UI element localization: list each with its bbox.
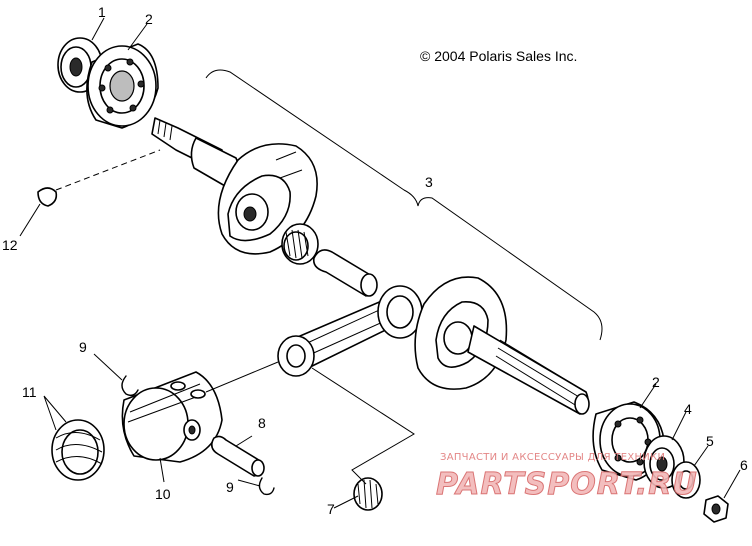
callout-9-top: 9 xyxy=(79,339,87,355)
wrist-pin-part-8 xyxy=(210,435,265,477)
callout-11: 11 xyxy=(22,384,37,400)
callout-8: 8 xyxy=(258,415,266,431)
piston-rings-part-11 xyxy=(51,419,105,481)
watermark-brand: PARTSPORT.RU xyxy=(436,467,698,502)
woodruff-key-part-12 xyxy=(37,187,58,207)
circlip-part-9-bottom xyxy=(258,477,275,496)
watermark: ЗАПЧАСТИ И АКСЕССУАРЫ ДЛЯ ТЕХНИКИ PARTSP… xyxy=(436,452,698,503)
callout-6: 6 xyxy=(740,457,748,473)
callout-5: 5 xyxy=(706,433,714,449)
callout-3: 3 xyxy=(425,174,433,190)
crankshaft-right-half xyxy=(414,276,590,415)
nut-part-6 xyxy=(703,495,729,523)
callout-7: 7 xyxy=(327,501,335,517)
callout-2-right: 2 xyxy=(652,374,660,390)
crank-pin xyxy=(312,249,378,297)
callout-1: 1 xyxy=(98,4,106,20)
small-end-bearing-part-7 xyxy=(353,477,383,511)
callout-9-bottom: 9 xyxy=(226,479,234,495)
circlip-part-9-top xyxy=(121,375,139,397)
callout-4: 4 xyxy=(684,401,692,417)
callout-12: 12 xyxy=(2,237,18,253)
leader-lines xyxy=(19,17,741,509)
callout-2-top: 2 xyxy=(145,11,153,27)
bearing-part-2-top xyxy=(86,43,159,129)
needle-bearing xyxy=(281,223,319,265)
piston-part-10 xyxy=(121,371,223,463)
watermark-tagline: ЗАПЧАСТИ И АКСЕССУАРЫ ДЛЯ ТЕХНИКИ xyxy=(440,452,665,463)
spacer-part-5 xyxy=(671,461,701,499)
callout-10: 10 xyxy=(155,486,171,502)
copyright-text: © 2004 Polaris Sales Inc. xyxy=(420,48,577,64)
connecting-rod xyxy=(277,285,423,377)
center-lines xyxy=(55,69,603,485)
